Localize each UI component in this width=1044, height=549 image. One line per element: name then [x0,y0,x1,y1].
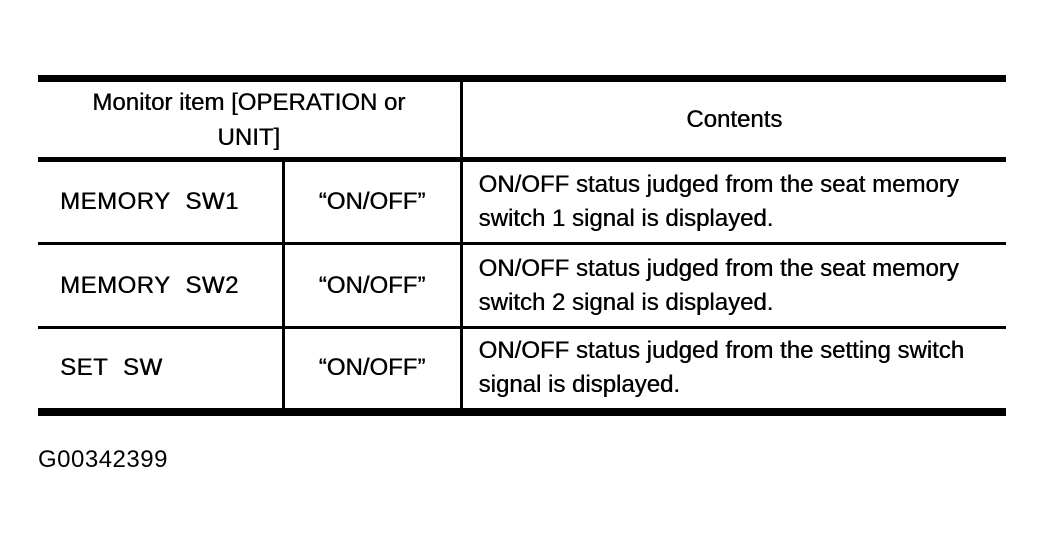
monitor-item-table: Monitor item [OPERATION or UNIT] Content… [38,75,1006,416]
cell-monitor-item: MEMORY SW1 [38,159,285,245]
cell-operation-unit: “ON/OFF” [283,159,463,245]
table-row: MEMORY SW1 “ON/OFF” ON/OFF status judged… [38,159,1006,245]
cell-monitor-item: MEMORY SW2 [38,243,285,329]
figure-id-label: G00342399 [38,446,168,473]
cell-operation-unit: “ON/OFF” [283,327,463,412]
cell-operation-unit: “ON/OFF” [283,243,463,329]
header-row: Monitor item [OPERATION or UNIT] Content… [38,78,1006,162]
header-contents: Contents [461,78,1006,162]
cell-contents: ON/OFF status judged from the seat memor… [461,159,1006,245]
table-row: SET SW “ON/OFF” ON/OFF status judged fro… [38,327,1006,412]
header-monitor-item: Monitor item [OPERATION or UNIT] [38,78,463,162]
table-body: MEMORY SW1 “ON/OFF” ON/OFF status judged… [38,159,1006,412]
cell-monitor-item: SET SW [38,327,285,412]
table-row: MEMORY SW2 “ON/OFF” ON/OFF status judged… [38,243,1006,329]
scanned-table-region: Monitor item [OPERATION or UNIT] Content… [38,75,1006,416]
cell-contents: ON/OFF status judged from the seat memor… [461,243,1006,329]
table-header: Monitor item [OPERATION or UNIT] Content… [38,78,1006,162]
cell-contents: ON/OFF status judged from the setting sw… [478,337,965,399]
